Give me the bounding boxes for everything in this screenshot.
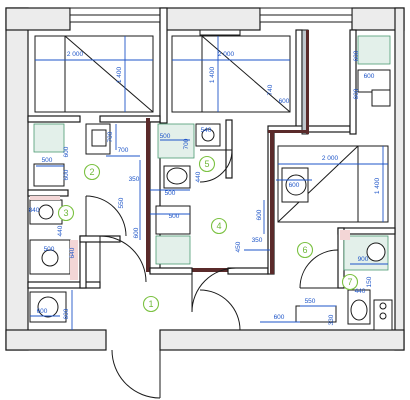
- toilet-b: [29, 239, 71, 275]
- interior-walls: [27, 7, 396, 289]
- dimension-label: 600: [353, 50, 360, 61]
- dimension-label: 600: [63, 308, 70, 319]
- room-marker-circle: [210, 217, 228, 235]
- west-wall: [5, 7, 29, 351]
- north-wall-west: [5, 7, 71, 31]
- dimension-label: 1 400: [116, 66, 123, 83]
- dimension-label: 600: [133, 227, 140, 238]
- dimension-label: 350: [252, 237, 263, 244]
- dimension-label: 1 400: [374, 177, 381, 194]
- dimension-label: 500: [169, 213, 180, 220]
- dimension-label: 500: [165, 190, 176, 197]
- chair-a: [91, 129, 107, 147]
- dimension-label: 440: [57, 225, 64, 236]
- dimension-label: 500: [44, 246, 55, 253]
- desks: [85, 123, 309, 203]
- dimension-label: 2 000: [218, 51, 235, 58]
- dimension-label: 600: [364, 73, 375, 80]
- room-marker-circle: [83, 163, 101, 181]
- room-marker-circle: [57, 204, 75, 222]
- dimension-label: 700: [107, 131, 114, 142]
- room-marker-circle: [198, 155, 216, 173]
- dimension-label: 500: [160, 133, 171, 140]
- dimension-label: 2 000: [67, 51, 84, 58]
- partition-bedroom-a-b: [159, 7, 168, 124]
- doors: [85, 149, 339, 399]
- dimension-label: 540: [201, 127, 212, 134]
- dimension-label: 600: [353, 88, 360, 99]
- room-marker-circle: [142, 295, 160, 313]
- room-number: 5: [204, 159, 209, 169]
- pillow-a: [34, 35, 66, 113]
- room-marker-circle: [296, 241, 314, 259]
- pillow-c: [357, 145, 389, 223]
- shower-b: [157, 123, 195, 159]
- sink-c: [155, 205, 191, 235]
- dimension-label: 330: [328, 314, 335, 325]
- dimension-label: 150: [366, 276, 373, 287]
- south-wall-east: [159, 329, 405, 351]
- room-number: 3: [63, 208, 68, 218]
- room-markers: 1 2 3 4 5 6 7: [57, 155, 359, 313]
- shower-c: [155, 235, 191, 265]
- south-wall-west: [5, 329, 107, 351]
- toilet-e: [371, 89, 391, 107]
- pillow-b: [171, 35, 203, 113]
- dimension-label: 350: [129, 176, 140, 183]
- dimension-label: 600: [63, 146, 70, 157]
- dimension-label: 640: [69, 247, 76, 258]
- dimension-label: 450: [235, 241, 242, 252]
- shower-d: [357, 35, 391, 65]
- room-number: 2: [89, 167, 94, 177]
- dimension-label: 500: [42, 157, 53, 164]
- room-number: 6: [302, 245, 307, 255]
- room-number: 7: [347, 277, 352, 287]
- dimension-label: 600: [289, 182, 300, 189]
- dimension-label: 2 000: [322, 155, 339, 162]
- dimension-label: 600: [37, 308, 48, 315]
- dimension-label: 440: [355, 288, 366, 295]
- dimension-label: 550: [118, 197, 125, 208]
- room-number: 1: [148, 299, 153, 309]
- dimension-label: 840: [29, 207, 40, 214]
- dimension-label: 600: [256, 209, 263, 220]
- dimension-label: 600: [274, 314, 285, 321]
- dimension-label: 600: [63, 169, 70, 180]
- dimension-labels: 2 000 1 400 2 000 1 400 740 600 600 600 600 700 70…: [29, 50, 381, 325]
- dimension-label: 900: [358, 256, 369, 263]
- dimension-lines: [30, 36, 388, 330]
- dimension-label: 700: [118, 147, 129, 154]
- dimension-label: 440: [195, 171, 202, 182]
- shower-a: [33, 123, 65, 153]
- dimension-label: 740: [267, 84, 274, 95]
- dimension-label: 550: [305, 298, 316, 305]
- dimension-label: 600: [279, 98, 290, 105]
- room-number: 4: [216, 221, 221, 231]
- dimension-label: 1 400: [209, 66, 216, 83]
- north-wall-middle: [159, 7, 261, 31]
- bathroom-fixtures: [29, 35, 393, 331]
- room-marker-circle: [341, 273, 359, 291]
- window-sill: [199, 29, 241, 36]
- dimension-label: 700: [183, 138, 190, 149]
- east-wall: [394, 7, 405, 351]
- toilet-a: [33, 163, 65, 187]
- outer-walls: [5, 7, 405, 351]
